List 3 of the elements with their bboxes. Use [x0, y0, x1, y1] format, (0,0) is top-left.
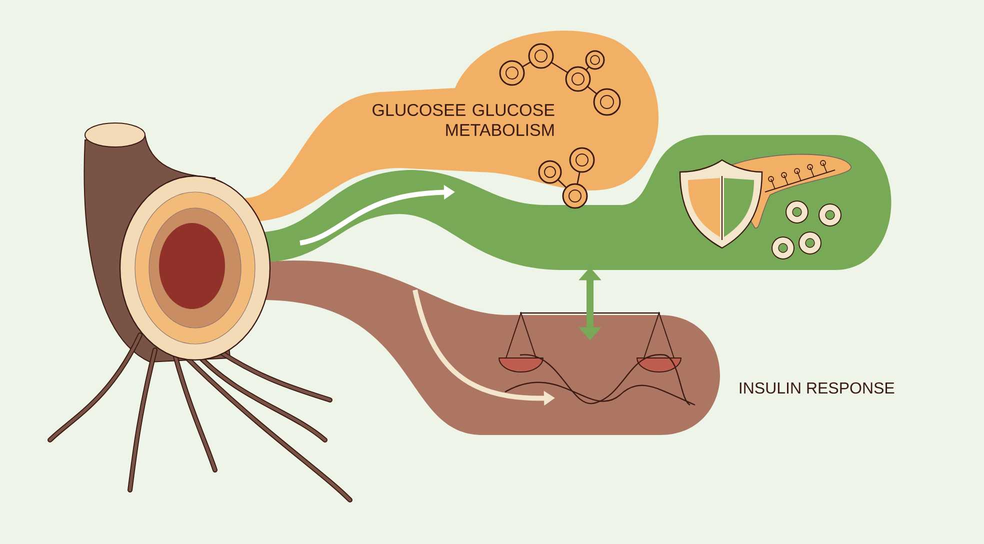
- root-drawing: [48, 122, 352, 502]
- metabolism-band: GLUCOSEE GLUCOSE METABOLISM: [245, 30, 658, 222]
- label-text: INSULIN RESPONSE: [740, 382, 894, 394]
